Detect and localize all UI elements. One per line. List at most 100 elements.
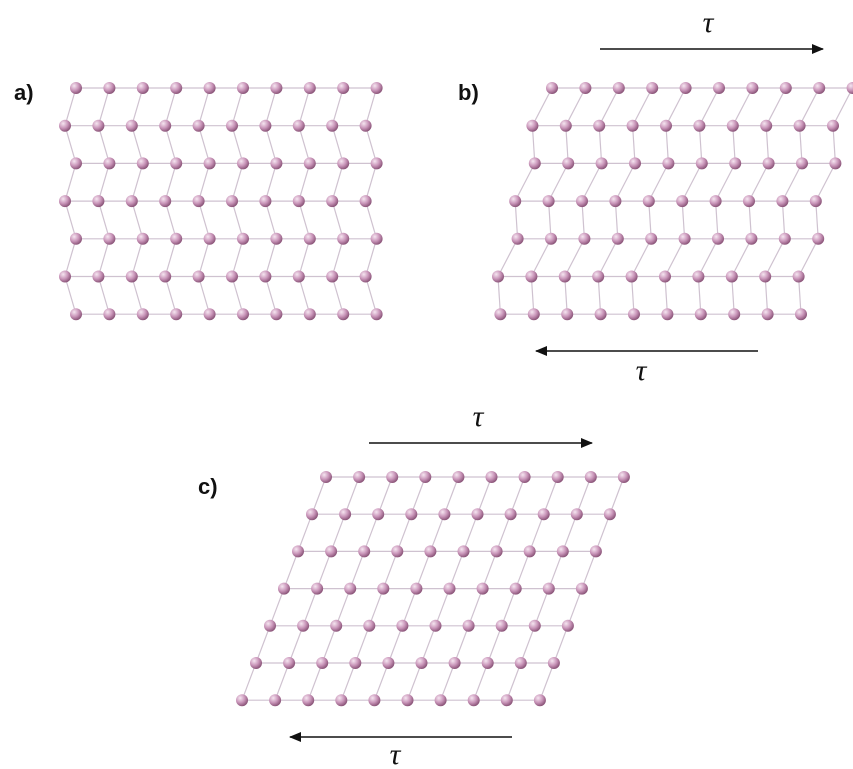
atom: [763, 157, 775, 169]
atom: [283, 657, 295, 669]
atom: [510, 583, 522, 595]
atom: [604, 508, 616, 520]
atom: [590, 545, 602, 557]
atom: [543, 583, 555, 595]
atom: [339, 508, 351, 520]
atom: [477, 583, 489, 595]
bond: [665, 239, 685, 277]
atom: [371, 233, 383, 245]
atom: [793, 271, 805, 283]
atom: [237, 308, 249, 320]
atom: [371, 82, 383, 94]
atom: [618, 471, 630, 483]
atom: [746, 82, 758, 94]
atom: [59, 195, 71, 207]
atom: [559, 271, 571, 283]
atom: [695, 308, 707, 320]
atom: [438, 508, 450, 520]
atom: [812, 233, 824, 245]
atom: [592, 271, 604, 283]
atom: [278, 583, 290, 595]
atom: [579, 82, 591, 94]
tau-label-bottom-c: τ: [390, 738, 402, 769]
atom: [762, 308, 774, 320]
atom: [713, 82, 725, 94]
atom: [293, 120, 305, 132]
atom: [70, 157, 82, 169]
atom: [496, 620, 508, 632]
bond: [598, 239, 618, 277]
atom: [137, 82, 149, 94]
atom: [335, 694, 347, 706]
tau-label-top-b: τ: [703, 6, 715, 39]
atom: [524, 545, 536, 557]
atom: [829, 157, 841, 169]
atom: [692, 271, 704, 283]
lattice-c: [236, 471, 630, 706]
atom: [552, 471, 564, 483]
atom: [759, 271, 771, 283]
atom: [337, 233, 349, 245]
atom: [626, 271, 638, 283]
atom: [444, 583, 456, 595]
atom: [612, 233, 624, 245]
atom: [676, 195, 688, 207]
atom: [391, 545, 403, 557]
bond: [632, 239, 652, 277]
atom: [578, 233, 590, 245]
bond: [732, 239, 752, 277]
atom: [729, 157, 741, 169]
atom: [529, 157, 541, 169]
tau-label-top-c: τ: [473, 400, 485, 433]
atom: [482, 657, 494, 669]
atom: [710, 195, 722, 207]
atom: [193, 195, 205, 207]
atom: [137, 157, 149, 169]
atom: [494, 308, 506, 320]
panel-label-b: b): [458, 80, 479, 105]
atom: [827, 120, 839, 132]
panel-a: a): [14, 80, 383, 320]
atom: [270, 308, 282, 320]
atom: [250, 657, 262, 669]
atom: [297, 620, 309, 632]
atom: [170, 233, 182, 245]
atom: [316, 657, 328, 669]
bond: [749, 163, 769, 201]
atom: [325, 545, 337, 557]
atom: [529, 620, 541, 632]
atom: [237, 157, 249, 169]
atom: [452, 471, 464, 483]
atom: [679, 233, 691, 245]
atom: [402, 694, 414, 706]
atom: [337, 157, 349, 169]
atom: [512, 233, 524, 245]
atom: [204, 233, 216, 245]
atom: [304, 157, 316, 169]
atom: [472, 508, 484, 520]
atom: [137, 308, 149, 320]
lattice-b: [492, 82, 853, 320]
panel-label-c: c): [198, 474, 218, 499]
atom: [193, 120, 205, 132]
atom: [458, 545, 470, 557]
atom: [538, 508, 550, 520]
atom: [92, 195, 104, 207]
atom: [548, 657, 560, 669]
bond: [716, 163, 736, 201]
atom: [363, 620, 375, 632]
atom: [661, 308, 673, 320]
atom: [204, 82, 216, 94]
atom: [596, 157, 608, 169]
atom: [543, 195, 555, 207]
atom: [103, 308, 115, 320]
atom: [371, 157, 383, 169]
bond: [531, 239, 551, 277]
atom: [776, 195, 788, 207]
atom: [629, 157, 641, 169]
atom: [304, 233, 316, 245]
atom: [595, 308, 607, 320]
atom: [726, 271, 738, 283]
atom: [170, 82, 182, 94]
